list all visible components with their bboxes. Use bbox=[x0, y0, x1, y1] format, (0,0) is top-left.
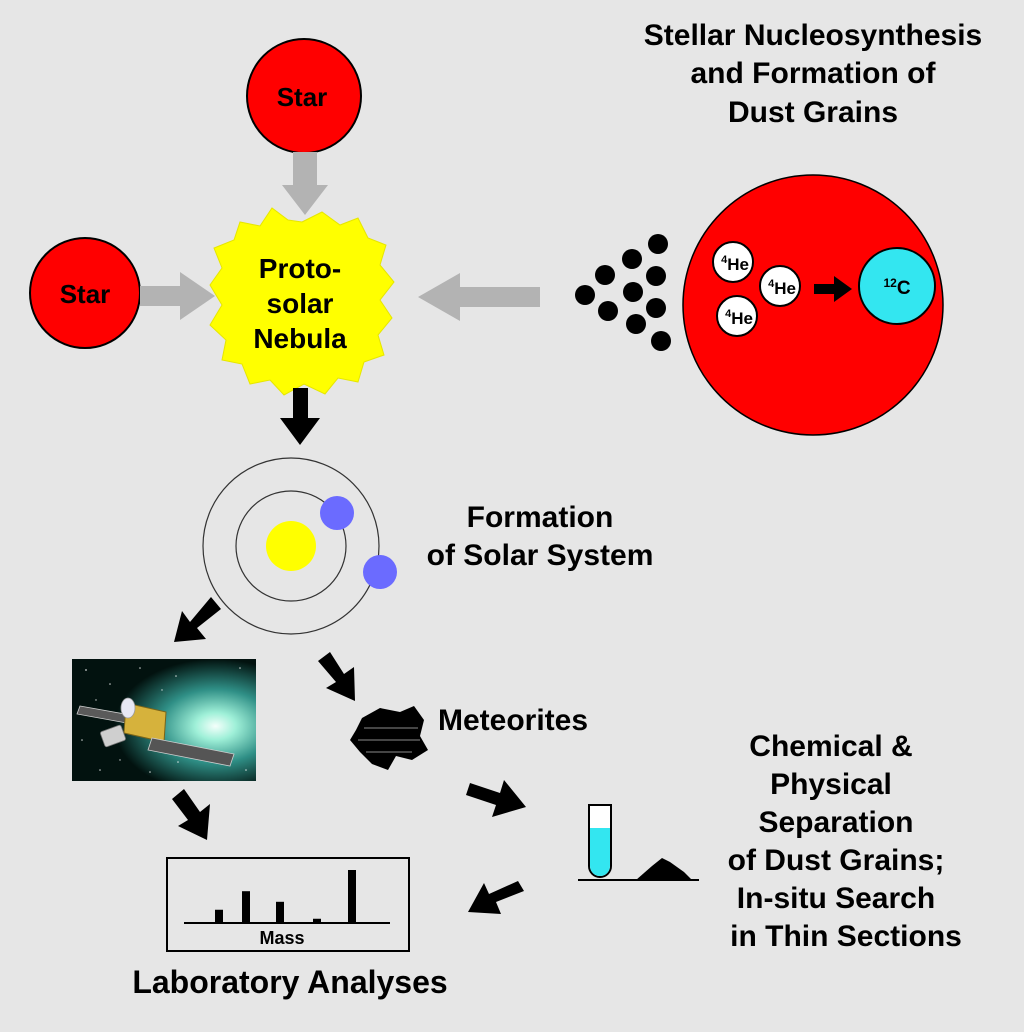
top-star: Star bbox=[246, 38, 362, 154]
meteorites-label: Meteorites bbox=[438, 704, 588, 737]
spectrum-bars bbox=[215, 870, 356, 923]
spectrum-bar bbox=[313, 918, 321, 923]
planet-inner bbox=[320, 496, 354, 530]
arrow-solar-system-to-spacecraft bbox=[174, 597, 221, 642]
he-mass-number: 4 bbox=[768, 278, 775, 290]
solar-system-line-2: of Solar System bbox=[427, 539, 654, 572]
arrow-top-star-to-nebula bbox=[282, 152, 328, 215]
he-symbol: He bbox=[731, 309, 753, 328]
title-line-2: and Formation of bbox=[691, 57, 937, 90]
svg-text:4He: 4He bbox=[768, 278, 796, 298]
mass-spectrum: Mass bbox=[166, 857, 410, 952]
spectrum-bar bbox=[242, 891, 250, 923]
spectrum-bar bbox=[348, 870, 356, 923]
svg-text:4He: 4He bbox=[725, 308, 753, 328]
big-star bbox=[682, 174, 944, 436]
left-star: Star bbox=[29, 237, 141, 349]
nebula-line-3: Nebula bbox=[253, 323, 347, 354]
solar-system-line-1: Formation bbox=[467, 501, 614, 534]
fusion-arrow bbox=[814, 276, 852, 302]
top-star-label: Star bbox=[277, 82, 328, 112]
separation-line-1: Chemical & bbox=[749, 730, 912, 763]
arrow-separation-to-lab bbox=[468, 881, 524, 914]
title-line-1: Stellar Nucleosynthesis bbox=[644, 19, 982, 52]
laboratory-analyses-label: Laboratory Analyses bbox=[132, 964, 447, 1000]
dust-pile bbox=[636, 858, 692, 880]
nebula-line-2: solar bbox=[267, 288, 334, 319]
solar-system bbox=[202, 457, 397, 635]
helium-nucleus-3: 4He bbox=[716, 295, 758, 337]
helium-nucleus-2: 4He bbox=[759, 265, 801, 307]
title-block: Stellar Nucleosynthesis and Formation of… bbox=[644, 19, 982, 129]
mass-axis-label: Mass bbox=[259, 928, 304, 948]
nebula-line-1: Proto- bbox=[259, 253, 341, 284]
left-star-label: Star bbox=[60, 279, 111, 309]
carbon-symbol: C bbox=[897, 278, 911, 299]
spacecraft-image bbox=[72, 659, 256, 781]
spectrum-bar bbox=[276, 901, 284, 923]
arrow-left-star-to-nebula bbox=[140, 272, 215, 320]
separation-line-5: In-situ Search bbox=[737, 882, 935, 915]
separation-line-4: of Dust Grains; bbox=[728, 844, 945, 877]
sun bbox=[266, 521, 316, 571]
meteorite-rock bbox=[350, 706, 428, 770]
arrow-solar-system-to-meteorites bbox=[318, 652, 355, 701]
he-mass-number: 4 bbox=[721, 254, 728, 266]
separation-caption: Chemical & Physical Separation of Dust G… bbox=[728, 730, 962, 953]
he-symbol: He bbox=[727, 255, 749, 274]
solar-system-caption: Formation of Solar System bbox=[427, 501, 654, 572]
arrow-nebula-to-solar-system bbox=[280, 388, 320, 445]
he-symbol: He bbox=[774, 279, 796, 298]
arrow-spacecraft-to-lab bbox=[172, 789, 210, 840]
arrow-dust-to-nebula bbox=[418, 273, 540, 321]
svg-text:12C: 12C bbox=[883, 276, 910, 299]
protosolar-nebula: Proto- solar Nebula bbox=[209, 207, 395, 396]
test-tube bbox=[588, 804, 612, 878]
arrow-meteorites-to-separation bbox=[466, 780, 526, 817]
separation-line-6: in Thin Sections bbox=[730, 920, 962, 953]
helium-nucleus-1: 4He bbox=[712, 241, 754, 283]
spectrum-bar bbox=[215, 909, 223, 923]
separation-line-3: Separation bbox=[758, 806, 913, 839]
dust-grains bbox=[575, 234, 671, 351]
planet-outer bbox=[363, 555, 397, 589]
carbon-mass-number: 12 bbox=[883, 276, 897, 290]
title-line-3: Dust Grains bbox=[728, 96, 898, 129]
svg-text:4He: 4He bbox=[721, 254, 749, 274]
separation-line-2: Physical bbox=[770, 768, 892, 801]
carbon-nucleus: 12C bbox=[858, 247, 936, 325]
he-mass-number: 4 bbox=[725, 308, 732, 320]
